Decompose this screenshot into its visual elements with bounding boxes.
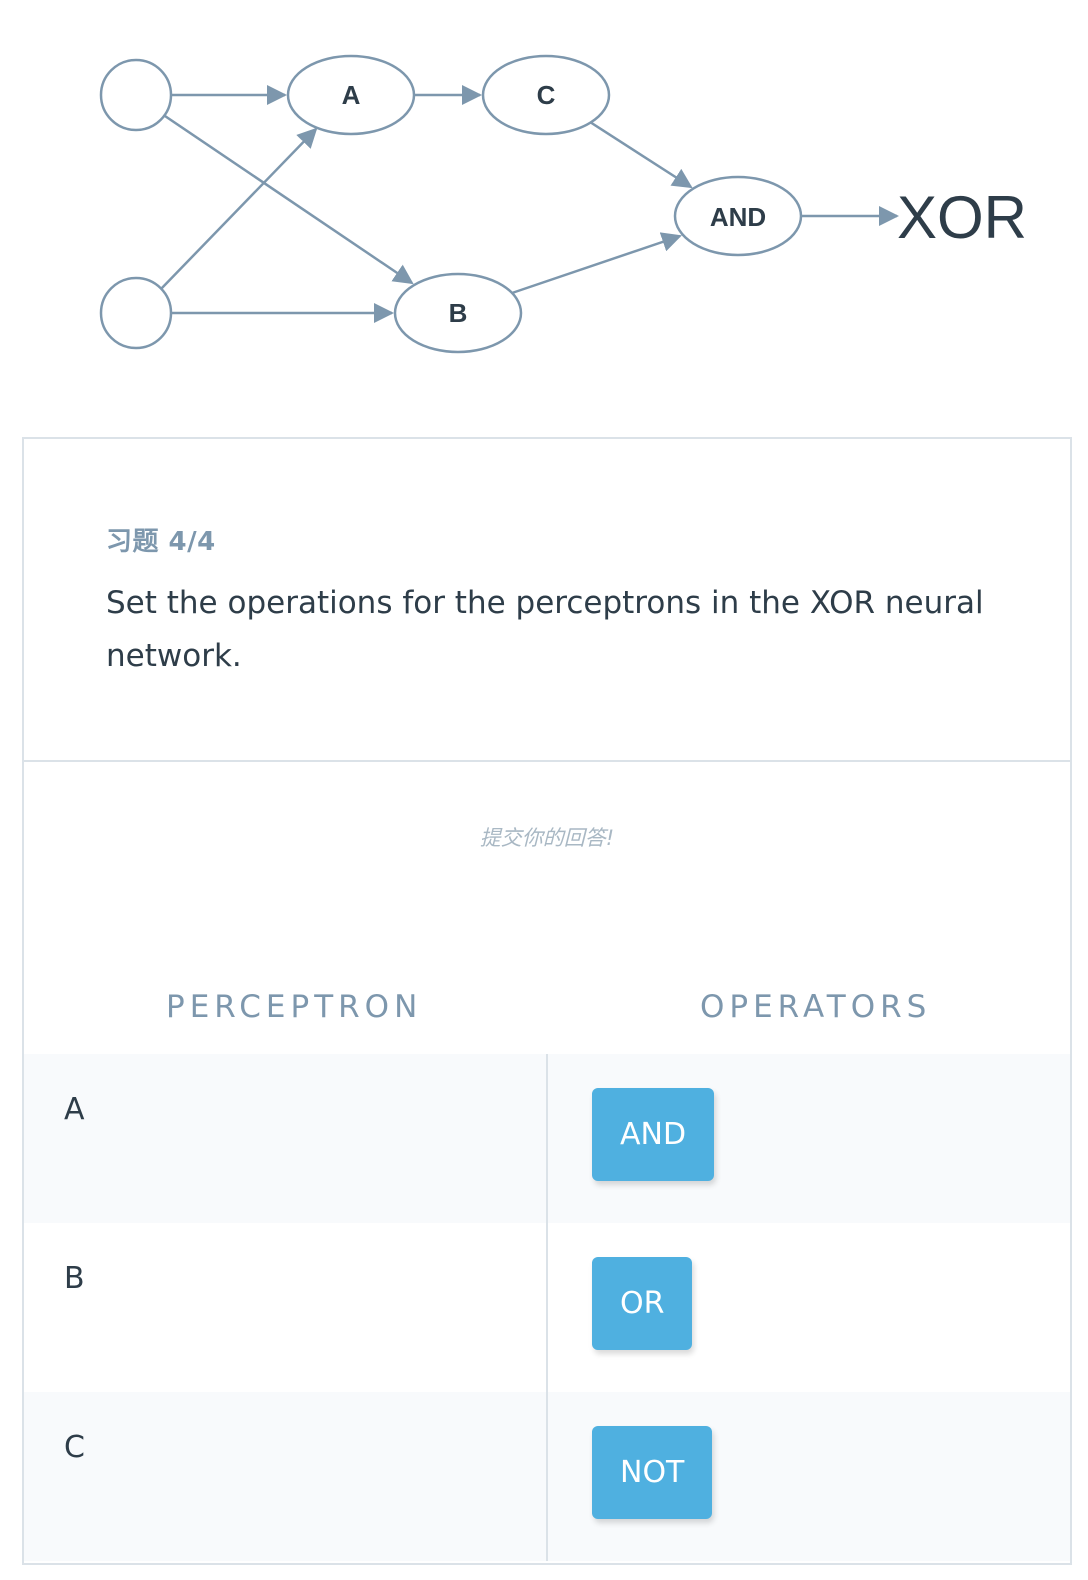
column-header-perceptron: PERCEPTRON <box>166 989 423 1025</box>
perceptron-cell[interactable]: A <box>24 1054 548 1223</box>
node-a <box>286 54 416 136</box>
column-header-operators: OPERATORS <box>700 989 932 1025</box>
operator-and-button[interactable]: AND <box>592 1088 715 1181</box>
edge-b-and <box>511 232 682 295</box>
perceptron-cell[interactable]: B <box>24 1223 548 1392</box>
node-c-label: C <box>537 80 556 110</box>
input-node-2 <box>99 276 173 350</box>
perceptron-label: C <box>64 1430 85 1465</box>
operator-not-button[interactable]: NOT <box>592 1426 713 1519</box>
node-and <box>673 175 803 257</box>
edge-input2-a <box>159 127 318 291</box>
edge-input1-b <box>161 112 414 285</box>
operator-or-button[interactable]: OR <box>592 1257 693 1350</box>
node-a-label: A <box>342 80 361 110</box>
quiz-card: 习题 4/4 Set the operations for the percep… <box>22 437 1072 1565</box>
perceptron-label: A <box>64 1092 85 1127</box>
diagram-nodes <box>99 54 803 354</box>
quiz-question: Set the operations for the perceptrons i… <box>106 585 984 674</box>
table-row: C NOT <box>24 1392 1070 1561</box>
table-row: A AND <box>24 1054 1070 1223</box>
submit-hint: 提交你的回答! <box>479 826 615 850</box>
perceptron-label: B <box>64 1261 85 1296</box>
input-node-1 <box>99 58 173 132</box>
quiz-header: 习题 4/4 Set the operations for the percep… <box>24 439 1070 762</box>
perceptron-cell[interactable]: C <box>24 1392 548 1561</box>
edge-c-and <box>589 120 693 189</box>
output-xor-label: XOR <box>897 184 1027 251</box>
table-row: B OR <box>24 1223 1070 1392</box>
node-b-label: B <box>449 298 468 328</box>
node-b <box>393 272 523 354</box>
node-and-label: AND <box>710 202 766 232</box>
quiz-progress-label: 习题 4/4 <box>106 527 216 557</box>
diagram-edges <box>159 85 899 323</box>
perceptron-operator-table: A AND B OR C NOT <box>24 1054 1070 1561</box>
node-c <box>481 54 611 136</box>
xor-network-diagram: A C AND B XOR <box>99 54 1027 354</box>
